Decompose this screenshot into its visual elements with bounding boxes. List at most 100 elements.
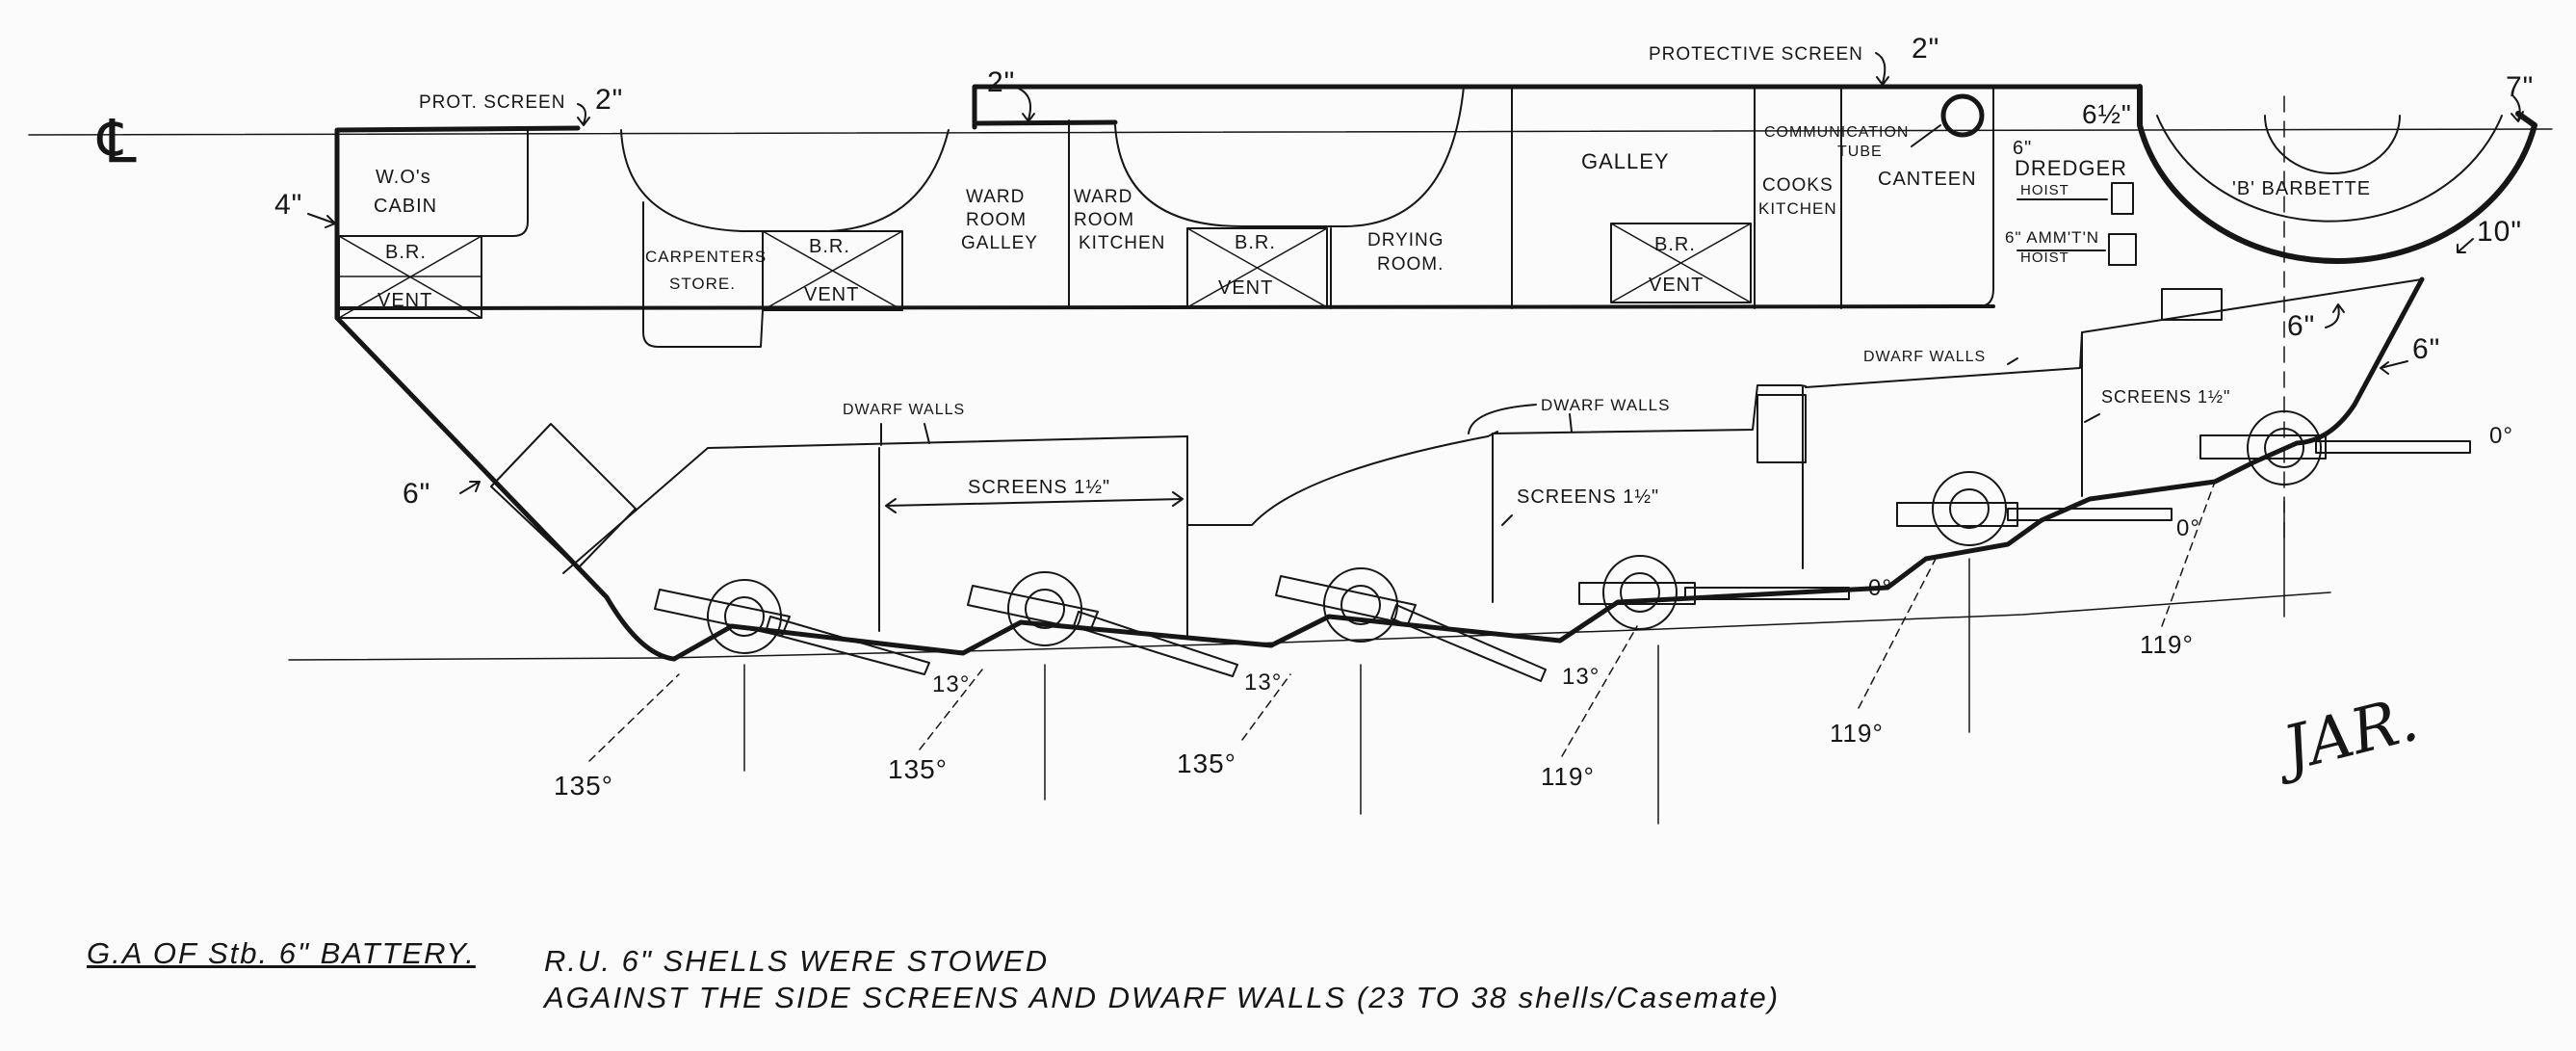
- label-ward-galley-3: GALLEY: [961, 233, 1038, 253]
- arrow-6in-right: [2380, 360, 2408, 375]
- arrow-dwarf-2: [1468, 404, 1573, 434]
- label-protective-screen: PROTECTIVE SCREEN: [1649, 44, 1863, 65]
- label-ammtn-1: 6" AMM'T'N: [2005, 228, 2099, 247]
- caption-line-2: AGAINST THE SIDE SCREENS AND DWARF WALLS…: [544, 981, 1781, 1014]
- label-wo-cabin-2: CABIN: [374, 196, 437, 217]
- label-thk-6-half: 6½": [2082, 99, 2132, 129]
- canteen-right-wall: [1978, 86, 1994, 307]
- arrow-dwarf-3: [2007, 357, 2018, 365]
- arrow-7in: [2511, 95, 2524, 122]
- gun-1: [654, 579, 930, 675]
- label-thk-6in-right: 6": [2412, 333, 2440, 365]
- label-thk-4in: 4": [274, 189, 302, 221]
- label-protective-screen-thk: 2": [1912, 33, 1939, 65]
- barbette-right-armour: [2294, 276, 2425, 446]
- label-screens-3: SCREENS 1½": [2101, 387, 2230, 407]
- ship-side-line: [664, 591, 2331, 659]
- label-vent-2: VENT: [804, 284, 859, 305]
- label-vent-3: VENT: [1218, 277, 1273, 299]
- label-vent-4: VENT: [1649, 275, 1704, 296]
- gun-6: [2199, 410, 2471, 486]
- label-ward-kitchen-2: ROOM: [1074, 210, 1134, 230]
- label-barbette: 'B' BARBETTE: [2232, 178, 2371, 199]
- arrow-6in-left: [459, 481, 481, 494]
- label-ward-kitchen-1: WARD: [1074, 187, 1132, 207]
- base-line: [288, 657, 665, 661]
- centreline-symbol: ℄: [96, 109, 138, 175]
- arc-leader-6: [2161, 481, 2216, 627]
- casemate-housing-3: [1492, 384, 1807, 434]
- label-drying-1: DRYING: [1367, 230, 1444, 250]
- label-ang-13-b: 13°: [1244, 670, 1282, 696]
- armour-plate-square: [490, 423, 637, 569]
- arrow-4in: [307, 213, 336, 228]
- caption-line-1: R.U. 6" SHELLS WERE STOWED: [544, 944, 1050, 978]
- label-carpenters-1: CARPENTERS: [645, 248, 767, 266]
- label-arc-119-b: 119°: [1830, 719, 1884, 748]
- label-br-2: B.R.: [809, 236, 850, 257]
- label-comm-2: TUBE: [1837, 144, 1883, 160]
- screens-span-arrow: [885, 491, 1184, 513]
- label-thk-6in-left: 6": [403, 478, 430, 510]
- label-galley: GALLEY: [1581, 149, 1670, 173]
- br-vent-box-1: [338, 235, 482, 319]
- kitchen-curve: [1114, 86, 1465, 227]
- centreline-line: [28, 128, 2553, 136]
- label-prot-screen: PROT. SCREEN: [419, 92, 565, 113]
- gun-4: [1578, 555, 1850, 630]
- label-ang-0-a: 0°: [1868, 575, 1892, 601]
- label-br-1: B.R.: [385, 242, 427, 263]
- label-wo-cabin-1: W.O's: [376, 167, 431, 188]
- casemate-housing-1: [562, 431, 1498, 574]
- label-ward-galley-2: ROOM: [966, 210, 1027, 230]
- label-dwarf-walls-3: DWARF WALLS: [1863, 349, 1986, 365]
- arrow-prot-screen: [577, 103, 590, 126]
- arrow-top-2in: [1018, 88, 1035, 122]
- arrow-protective-screen: [1875, 52, 1889, 86]
- arrow-10in: [2457, 238, 2474, 253]
- label-arc-135-c: 135°: [1177, 749, 1236, 778]
- label-screens-2: SCREENS 1½": [1517, 486, 1659, 508]
- outer-armour-outline: [972, 84, 2143, 130]
- gun-3: [1275, 567, 1547, 682]
- carpenters-box: [642, 201, 764, 348]
- arc-leader-3: [1241, 673, 1291, 741]
- arrow-comm-tube: [1911, 124, 1941, 147]
- barbette-outer: [2137, 84, 2537, 264]
- arc-leader-5: [1858, 558, 1937, 709]
- label-drying-2: ROOM.: [1377, 254, 1444, 275]
- br-vent-box-2: [762, 230, 903, 311]
- ammunition-hoist-box: [2108, 233, 2137, 266]
- label-arc-119-a: 119°: [1541, 762, 1595, 791]
- caption-title: G.A OF Stb. 6" BATTERY.: [87, 936, 476, 970]
- signature: JAR.: [2266, 684, 2425, 788]
- gun-2: [967, 571, 1238, 677]
- barbette-small-fitting: [2161, 288, 2223, 321]
- label-thk-7in: 7": [2506, 71, 2534, 103]
- label-dredger-2: HOIST: [2020, 182, 2069, 198]
- label-dwarf-walls-2: DWARF WALLS: [1541, 396, 1670, 414]
- casemate-3-block: [1756, 394, 1807, 463]
- br-vent-box-4: [1610, 223, 1752, 303]
- arc-leader-2: [919, 669, 983, 750]
- communication-tube: [1940, 93, 1985, 138]
- label-vent-1: VENT: [377, 290, 432, 311]
- label-top-2in: 2": [987, 66, 1015, 98]
- label-ammtn-2: HOIST: [2020, 250, 2069, 266]
- arrow-screens-3: [2084, 413, 2100, 423]
- left-sloped-armour: [334, 315, 677, 662]
- label-ang-0-b: 0°: [2176, 515, 2200, 541]
- dredger-hoist-box: [2111, 182, 2134, 215]
- label-comm-1: COMMUNICATION: [1764, 124, 1909, 141]
- gun-deck-floor: [671, 440, 2300, 662]
- label-ward-galley-1: WARD: [966, 187, 1025, 207]
- deck-floor-line: [335, 304, 1995, 310]
- label-ang-13-c: 13°: [1562, 664, 1600, 690]
- label-ang-0-c: 0°: [2489, 423, 2513, 449]
- label-carpenters-2: STORE.: [669, 275, 736, 293]
- arc-leader-4: [1561, 625, 1638, 757]
- label-br-3: B.R.: [1235, 232, 1276, 253]
- carpenters-curve: [620, 129, 950, 232]
